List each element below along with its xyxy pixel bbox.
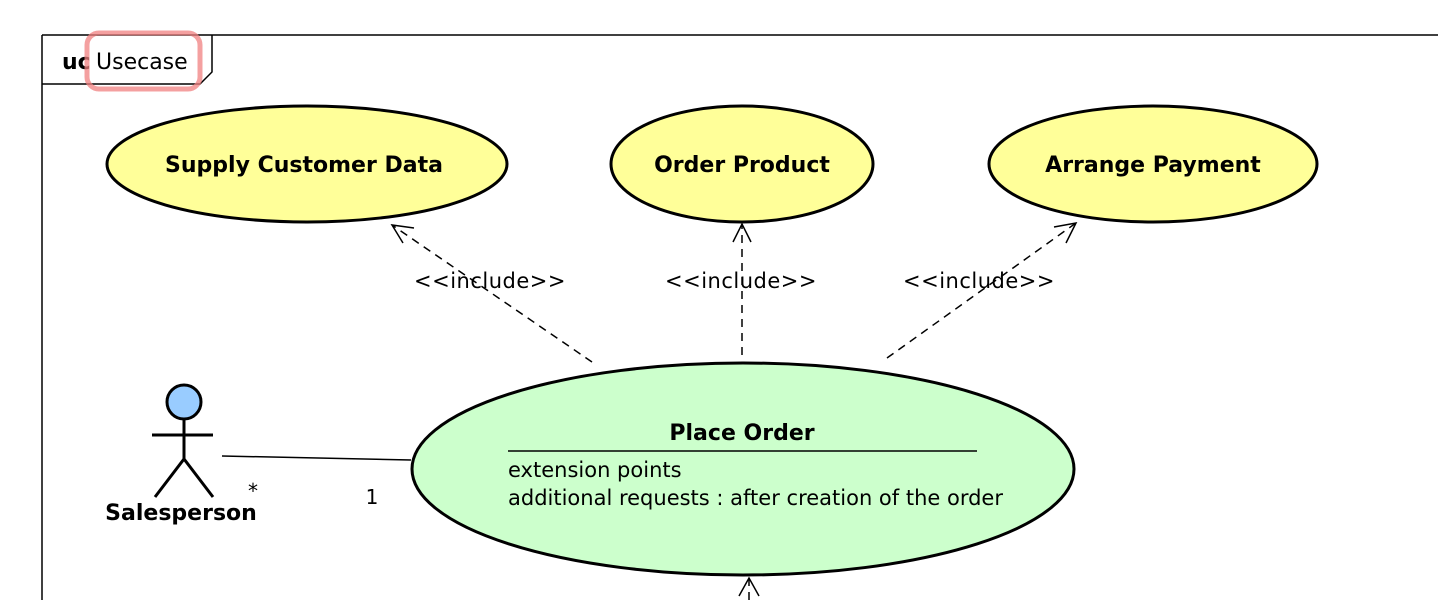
include-arrange-payment[interactable]	[886, 221, 1078, 359]
usecase-ellipse[interactable]	[609, 104, 875, 224]
usecase-place-order[interactable]: Place Order extension points additional …	[410, 361, 1076, 577]
usecase-label: Supply Customer Data	[165, 153, 443, 178]
usecase-ellipse[interactable]	[410, 361, 1076, 577]
include-arrowhead	[1053, 221, 1078, 244]
actor-name: Salesperson	[105, 501, 257, 526]
usecase-supply-customer-data[interactable]: Supply Customer Data	[105, 104, 509, 224]
include-arrowhead	[390, 224, 415, 244]
frame-name-highlight	[84, 30, 203, 92]
actor-legs	[153, 456, 215, 498]
include-arrowhead	[732, 222, 752, 243]
include-label-1: <<include>>	[414, 269, 566, 293]
extension-points-heading: extension points	[508, 458, 682, 482]
actor-salesperson[interactable]: Salesperson	[105, 383, 257, 526]
include-supply-customer-data[interactable]	[390, 224, 593, 363]
include-label-2: <<include>>	[665, 269, 817, 293]
include-line[interactable]	[886, 222, 1077, 359]
usecase-label: Arrange Payment	[1045, 153, 1261, 178]
usecase-ellipse[interactable]	[987, 104, 1319, 224]
association-line[interactable]	[221, 455, 412, 461]
usecase-order-product[interactable]: Order Product	[609, 104, 875, 224]
extension-point-entry: additional requests : after creation of …	[508, 486, 1003, 510]
include-arrowhead-lower	[738, 576, 760, 597]
include-line[interactable]	[391, 224, 593, 363]
usecase-arrange-payment[interactable]: Arrange Payment	[987, 104, 1319, 224]
actor-head	[165, 383, 203, 421]
usecase-ellipse[interactable]	[105, 104, 509, 224]
include-label-3: <<include>>	[903, 269, 1055, 293]
frame-name-tab	[42, 35, 213, 85]
include-order-product[interactable]	[732, 222, 752, 355]
usecase-label: Order Product	[654, 153, 830, 178]
actor-multiplicity: *	[248, 479, 258, 503]
usecase-multiplicity: 1	[366, 485, 379, 509]
usecase-label: Place Order	[669, 421, 814, 446]
frame-name[interactable]: Usecase	[96, 50, 188, 75]
